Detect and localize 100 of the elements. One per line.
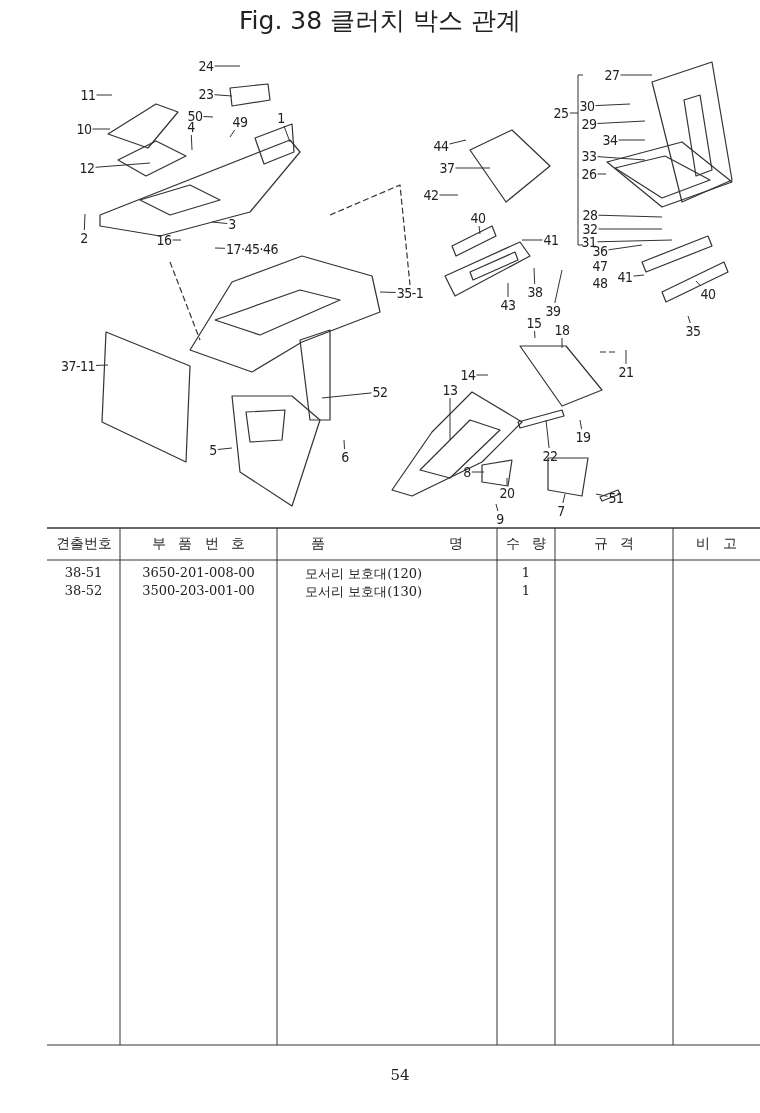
- callout-number: 47: [592, 259, 608, 273]
- leader-line: [92, 128, 111, 130]
- leader-line: [321, 392, 372, 399]
- leader-line: [476, 374, 489, 376]
- table-cell-text: 3650-201-008-00: [141, 565, 256, 580]
- column-header: 품 명: [309, 535, 465, 553]
- leader-line: [545, 419, 550, 449]
- callout-number: 13: [442, 383, 458, 397]
- leader-line: [554, 269, 563, 304]
- leader-line: [211, 221, 228, 224]
- column-header: 견출번호: [54, 535, 113, 553]
- leader-line: [439, 194, 459, 196]
- leader-line: [214, 65, 241, 67]
- leader-line: [203, 116, 214, 118]
- leader-line: [95, 364, 109, 366]
- leader-line: [534, 330, 536, 339]
- leader-line: [96, 94, 113, 96]
- callout-number: 21: [618, 365, 634, 379]
- leader-line: [217, 447, 233, 450]
- callout-number: 10: [76, 122, 92, 136]
- callout-number: 39: [545, 304, 561, 318]
- callout-number: 48: [592, 276, 608, 290]
- leader-line: [471, 471, 485, 473]
- table-cell-text: 3500-203-001-00: [141, 583, 256, 598]
- callout-number: 6: [341, 450, 349, 464]
- callout-number: 43: [500, 298, 516, 312]
- leader-line: [608, 244, 643, 251]
- callout-number: 34: [602, 133, 618, 147]
- callout-number: 37-11: [60, 359, 96, 373]
- callout-number: 12: [79, 161, 95, 175]
- callout-number: 18: [554, 323, 570, 337]
- leader-line: [379, 291, 397, 293]
- table-cell-text: 38-51: [63, 565, 104, 580]
- callout-number: 27: [604, 68, 620, 82]
- callout-number: 2: [80, 231, 88, 245]
- leader-line: [172, 239, 182, 241]
- leader-line: [95, 162, 151, 168]
- leader-line: [449, 139, 467, 145]
- leader-line: [83, 213, 86, 231]
- table-cell-text: 38-52: [63, 583, 104, 598]
- callout-number: 35: [685, 324, 701, 338]
- callout-number: 15: [526, 316, 542, 330]
- leader-line: [214, 247, 226, 249]
- leader-line: [618, 139, 646, 141]
- leader-line: [449, 397, 451, 441]
- leader-line: [598, 214, 663, 218]
- callout-number: 5: [209, 443, 217, 457]
- callout-number: 41: [543, 233, 559, 247]
- leader-line: [595, 493, 608, 497]
- table-cell-text: 1: [520, 565, 532, 580]
- callout-number: 33: [581, 149, 597, 163]
- leader-line: [620, 74, 653, 76]
- callout-number: 20: [499, 486, 515, 500]
- leader-line: [343, 439, 345, 450]
- leader-line: [190, 134, 193, 151]
- table-cell: 모서리 보호대(130): [305, 583, 423, 601]
- callout-number: 38: [527, 285, 543, 299]
- callout-number: 3: [228, 217, 236, 231]
- leader-line: [214, 94, 233, 97]
- callout-number: 24: [198, 59, 214, 73]
- callout-number: 28: [582, 208, 598, 222]
- callout-number: 14: [460, 368, 476, 382]
- callout-number: 22: [542, 449, 558, 463]
- page-number: 54: [389, 1066, 411, 1084]
- callout-number: 44: [433, 139, 449, 153]
- table-cell-text: 1: [520, 583, 532, 598]
- callout-number: 41: [617, 270, 633, 284]
- leader-line: [598, 228, 663, 230]
- callout-number: 7: [557, 504, 565, 518]
- callout-number: 19: [575, 430, 591, 444]
- leader-line: [533, 267, 536, 285]
- leader-line: [521, 239, 543, 241]
- leader-line: [455, 167, 491, 169]
- leader-line: [597, 156, 646, 161]
- callout-number: 25: [553, 106, 569, 120]
- leader-line: [633, 274, 645, 277]
- leader-line: [561, 337, 563, 349]
- callout-number: 11: [80, 88, 96, 102]
- callout-number: 16: [156, 233, 172, 247]
- callout-number: 52: [372, 385, 388, 399]
- leader-line: [579, 419, 583, 430]
- column-header: 수 량: [504, 535, 548, 553]
- callout-number: 17·45·46: [225, 242, 279, 256]
- column-header: 부 품 번 호: [150, 535, 247, 553]
- leader-line: [478, 225, 481, 235]
- leader-line: [597, 120, 646, 124]
- callout-number: 29: [581, 117, 597, 131]
- callout-number: 9: [496, 512, 504, 526]
- callout-number: 26: [581, 167, 597, 181]
- figure-title: Fig. 38 클러치 박스 관계: [238, 5, 522, 37]
- table-cell: 모서리 보호대(120): [305, 565, 423, 583]
- callout-number: 51: [608, 491, 624, 505]
- leader-line: [495, 503, 499, 512]
- leader-line: [562, 493, 566, 504]
- leader-line: [595, 103, 631, 107]
- callout-number: 40: [700, 287, 716, 301]
- leader-line: [695, 280, 702, 287]
- leader-line: [507, 282, 509, 298]
- callout-number: 37: [439, 161, 455, 175]
- leader-line: [597, 173, 607, 175]
